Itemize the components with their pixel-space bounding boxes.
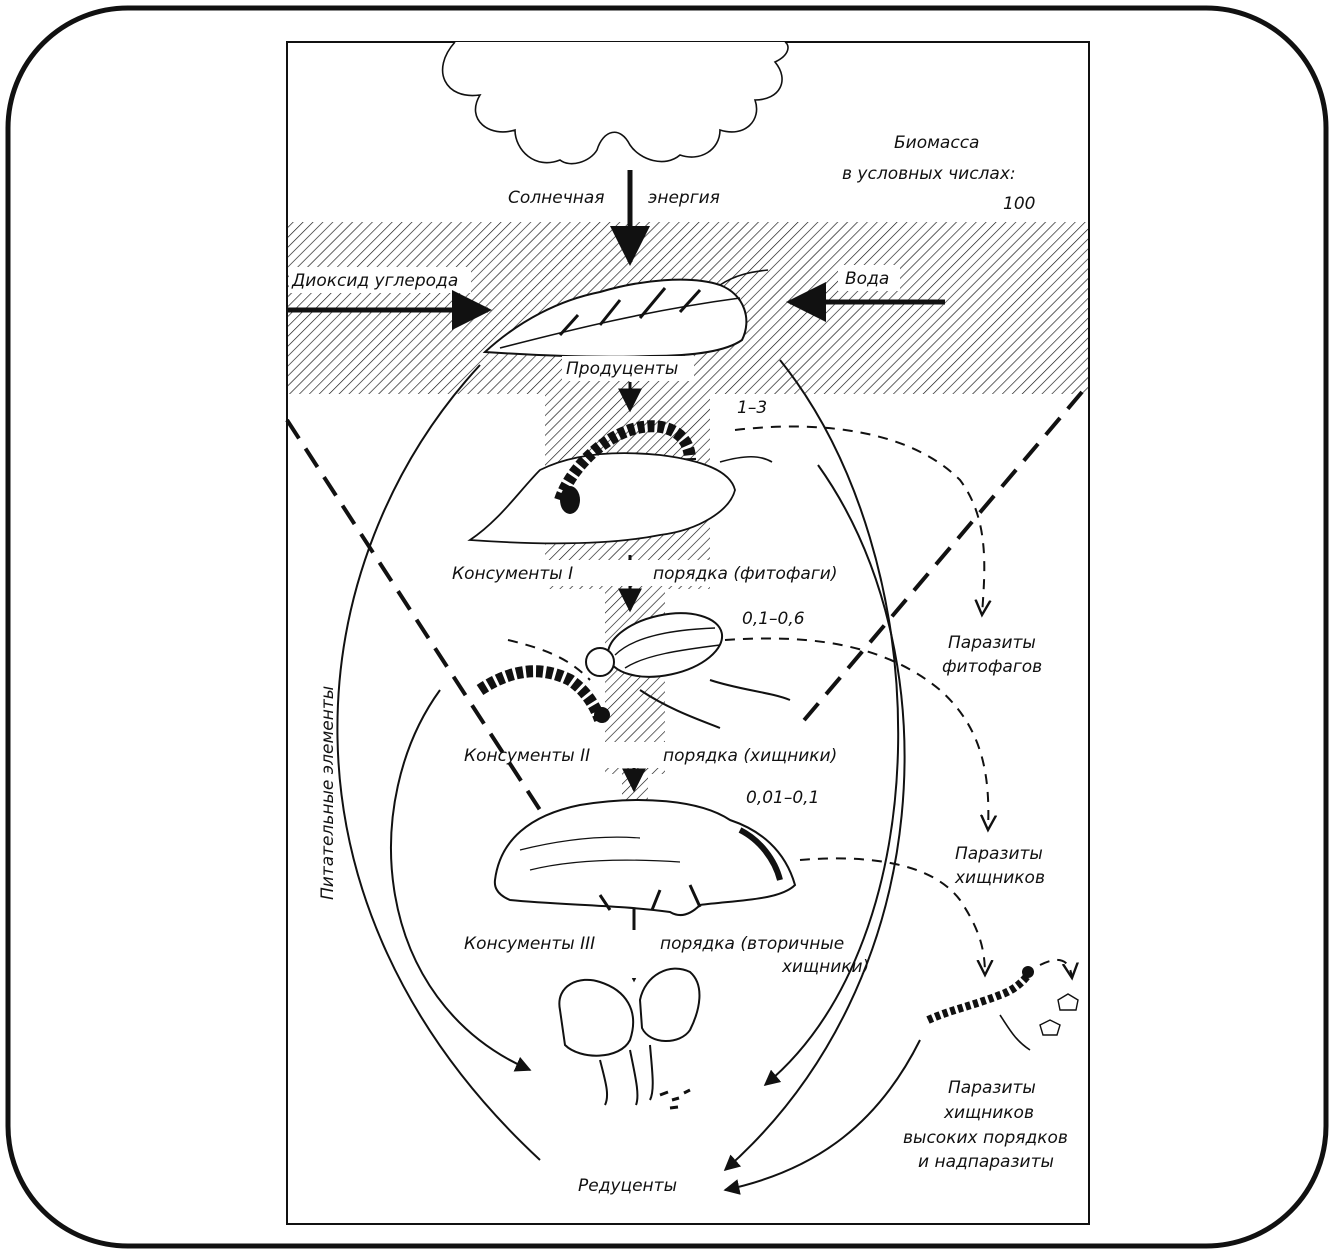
level2-value: 0,1–0,6 <box>742 609 805 629</box>
high-parasites-label-1: Паразиты <box>948 1078 1036 1098</box>
decomposers-label: Редуценты <box>578 1176 677 1196</box>
solar-energy-label-1: Солнечная <box>508 188 605 208</box>
high-parasites-label-4: и надпаразиты <box>918 1152 1054 1172</box>
carbon-dioxide-label: Диоксид углерода <box>291 271 458 291</box>
consumers3-label-b: порядка (вторичные <box>660 934 844 954</box>
consumers2-label-a: Консументы II <box>464 746 590 766</box>
mushroom-icon <box>559 969 699 1108</box>
biomass-value-100: 100 <box>1003 194 1035 214</box>
high-parasites-label-2: хищников <box>943 1103 1034 1123</box>
predator-parasites-label-1: Паразиты <box>955 844 1043 864</box>
badger-icon <box>495 800 795 915</box>
level3-value: 0,01–0,1 <box>746 788 819 808</box>
phyto-parasites-label-1: Паразиты <box>948 633 1036 653</box>
level1-value: 1–3 <box>737 398 767 418</box>
phyto-parasites-label-2: фитофагов <box>942 657 1042 677</box>
biomass-label-2: в условных числах: <box>842 164 1016 184</box>
sun-icon <box>443 42 788 164</box>
parasite-icon <box>928 966 1078 1050</box>
solar-energy-label-2: энергия <box>648 188 720 208</box>
predator-parasites-label-2: хищников <box>954 868 1045 888</box>
nutrients-label: Питательные элементы <box>318 686 338 900</box>
consumers1-label-a: Консументы I <box>452 564 573 584</box>
biomass-label-1: Биомасса <box>894 133 979 153</box>
water-label: Вода <box>845 269 889 289</box>
consumers3-label-a: Консументы III <box>464 934 595 954</box>
consumers2-label-b: порядка (хищники) <box>663 746 837 766</box>
consumers1-label-b: порядка (фитофаги) <box>653 564 837 584</box>
high-parasites-label-3: высоких порядков <box>903 1128 1068 1148</box>
producers-label: Продуценты <box>566 359 678 379</box>
